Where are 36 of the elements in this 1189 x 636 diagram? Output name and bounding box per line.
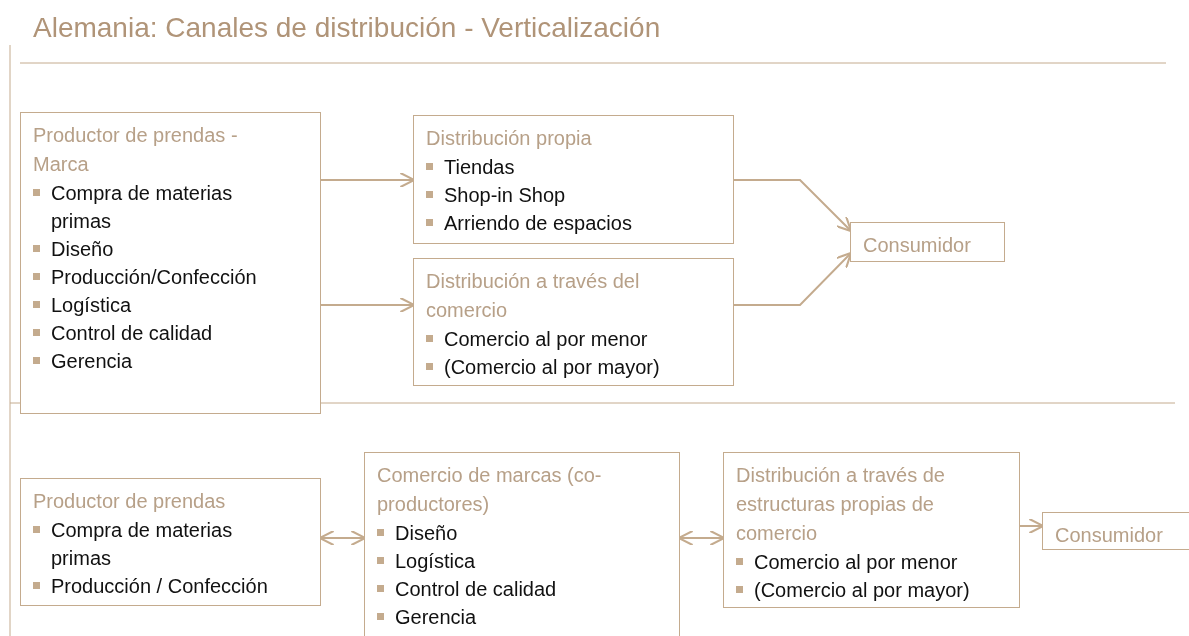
bullet-item: Comercio al por menor: [736, 548, 1011, 576]
box-heading: Consumidor: [863, 233, 972, 258]
bullet-item: Diseño: [33, 235, 270, 263]
process-box: [20, 478, 321, 606]
bullet-item: Shop-in Shop: [426, 181, 725, 209]
process-box: [413, 115, 734, 244]
process-box: [850, 222, 1005, 262]
box-heading: Productor de prendas - Marca: [33, 123, 239, 177]
process-box: [413, 258, 734, 386]
bullet-item: Tiendas: [426, 153, 725, 181]
bullet-item: (Comercio al por mayor): [426, 353, 725, 381]
bullet-item: Diseño: [377, 519, 671, 547]
bullet-item: Control de calidad: [33, 319, 270, 347]
bullet-item: Compra de materias primas: [33, 179, 270, 235]
bullet-item: Control de calidad: [377, 575, 671, 603]
process-box: [364, 452, 680, 636]
bullet-item: Logística: [33, 291, 270, 319]
box-heading: Comercio de marcas (co-productores): [377, 463, 603, 517]
bullet-item: Producción/Confección: [33, 263, 270, 291]
bullet-item: Producción / Confección: [33, 572, 270, 600]
process-box: [20, 112, 321, 414]
bullet-item: Arriendo de espacios: [426, 209, 725, 237]
bullet-item: Gerencia: [33, 347, 270, 375]
box-heading: Productor de prendas: [33, 489, 227, 514]
bullet-item: Gerencia: [377, 603, 671, 631]
bullet-item: Compra de materias primas: [33, 516, 270, 572]
title: Alemania: Canales de distribución - Verticalización: [33, 12, 661, 44]
box-heading: Distribución propia: [426, 126, 593, 151]
process-box: [1042, 512, 1189, 550]
box-heading: Distribución a través de estructuras propias de comercio: [736, 463, 946, 546]
box-heading: Distribución a través del comercio: [426, 269, 641, 323]
bullet-item: (Comercio al por mayor): [736, 576, 1011, 604]
bullet-item: Comercio al por menor: [426, 325, 725, 353]
box-heading: Consumidor: [1055, 523, 1164, 548]
process-box: [723, 452, 1020, 608]
bullet-item: Logística: [377, 547, 671, 575]
